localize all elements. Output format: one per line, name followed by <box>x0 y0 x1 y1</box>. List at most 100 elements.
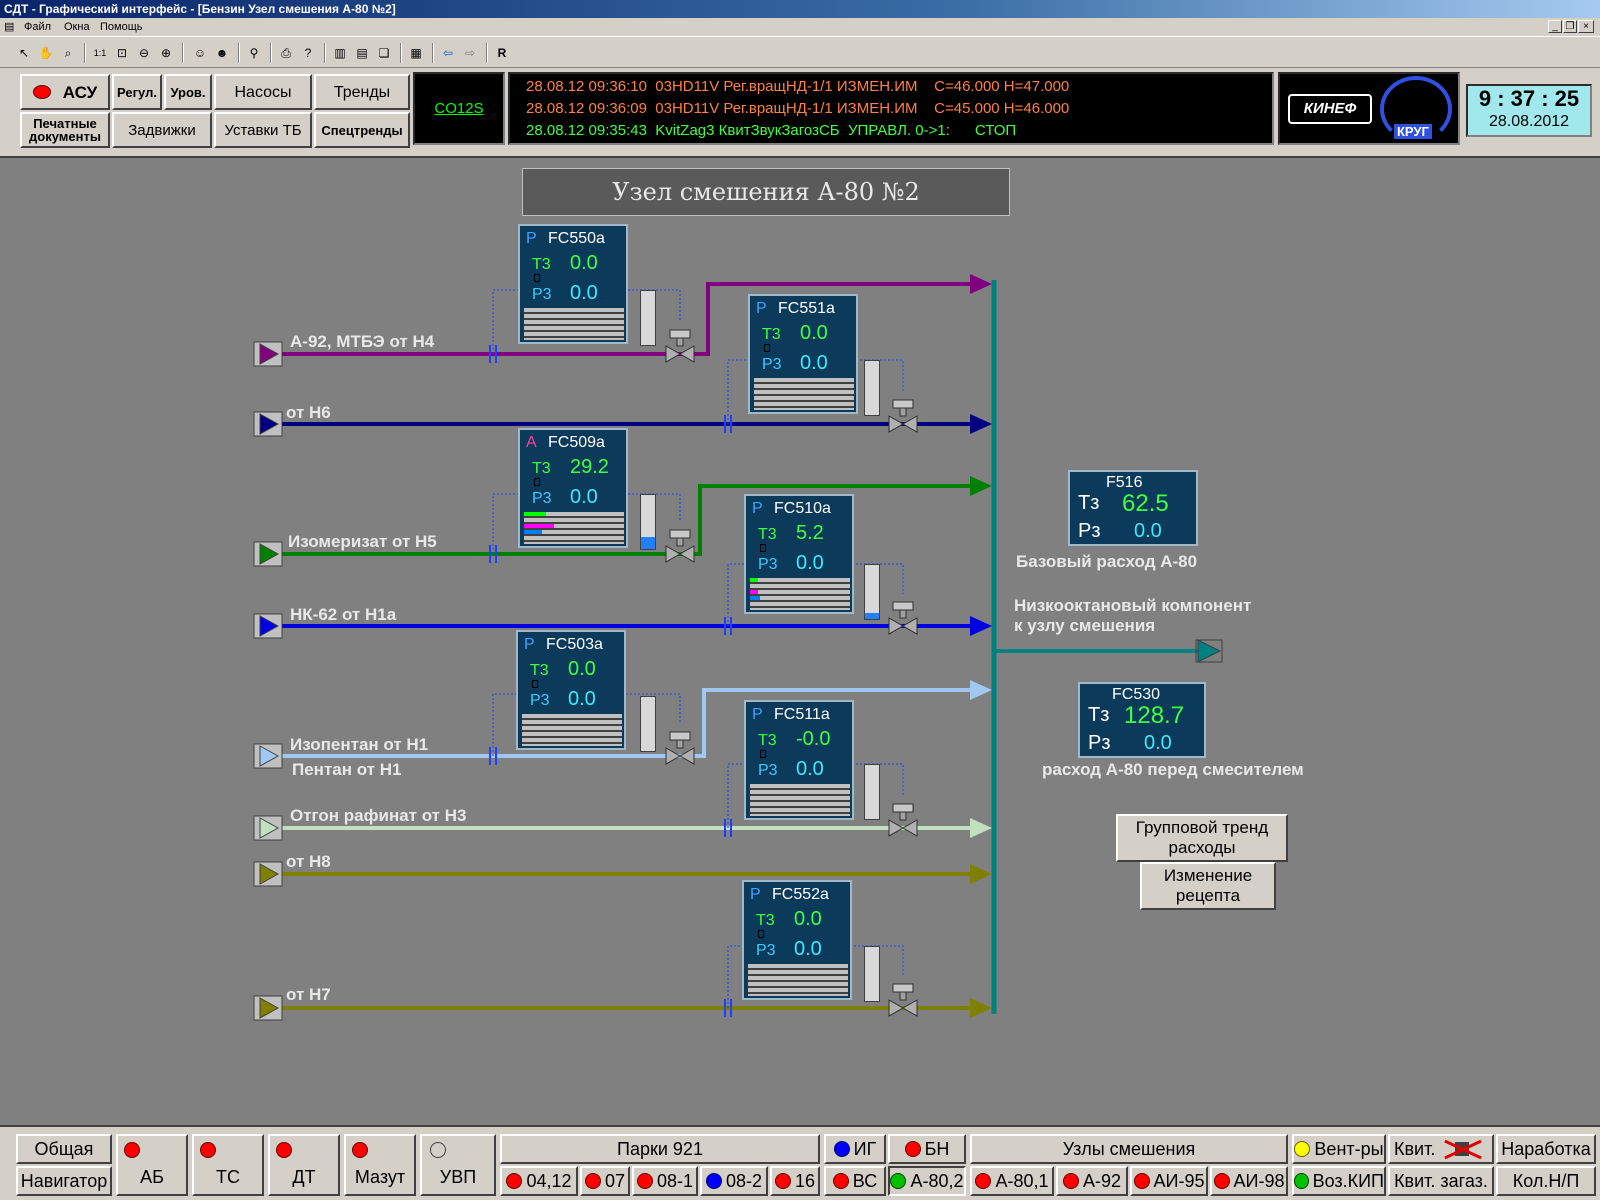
zoom-1-1-icon[interactable]: 1:1 <box>93 48 107 58</box>
park-08-1-button[interactable]: 08-1 <box>632 1166 698 1196</box>
controller-fc511a[interactable]: P FC511a Т3 -0.0 Р3 0.0 <box>744 700 854 820</box>
controller-bars <box>754 378 854 410</box>
obshaya-button[interactable]: Общая <box>16 1134 112 1164</box>
forward-arrow-icon[interactable]: ⇨ <box>464 46 476 60</box>
menu-windows[interactable]: Окна <box>64 21 90 33</box>
ab-led-icon <box>124 1142 140 1158</box>
input-label: от Н6 <box>286 403 331 422</box>
voz-kip-button[interactable]: Воз.КИП <box>1292 1166 1386 1196</box>
event-log[interactable]: 28.08.12 09:36:10 03HD11V Рег.вращНД-1/1… <box>508 72 1274 145</box>
led-icon <box>975 1173 992 1189</box>
clock-time: 9 : 37 : 25 <box>1478 86 1580 111</box>
user-key-icon[interactable]: ☻ <box>215 46 229 60</box>
print-docs-button[interactable]: Печатные документы <box>20 112 110 148</box>
kinef-logo: КИНЕФ <box>1288 94 1372 124</box>
dt-button[interactable]: ДТ <box>268 1134 340 1196</box>
zoom-in-icon[interactable]: ⊕ <box>160 46 172 60</box>
restore-icon[interactable]: ❐ <box>1563 20 1577 33</box>
help-icon[interactable]: ? <box>304 46 312 60</box>
bn-button[interactable]: БН <box>888 1134 966 1164</box>
park-07-button[interactable]: 07 <box>580 1166 630 1196</box>
controller-bars <box>524 308 624 340</box>
zoom-fit-icon[interactable]: ⊡ <box>116 46 128 60</box>
nasosy-button[interactable]: Насосы <box>214 74 312 110</box>
controller-bars <box>524 512 624 544</box>
urov-button[interactable]: Уров. <box>164 74 212 110</box>
parki-921-button[interactable]: Парки 921 <box>500 1134 820 1164</box>
f516-caption: Базовый расход А-80 <box>1016 552 1198 571</box>
valve-position-indicator <box>864 946 880 1002</box>
tile-horizontal-icon[interactable]: ▤ <box>356 46 368 60</box>
menu-file[interactable]: Файл <box>24 21 52 33</box>
zoom-out-icon[interactable]: ⊖ <box>138 46 150 60</box>
magnifier-icon[interactable]: ⌕ <box>64 46 72 60</box>
ab-button[interactable]: АБ <box>116 1134 188 1196</box>
regul-button[interactable]: Регул. <box>112 74 162 110</box>
ventry-button[interactable]: Вент-ры <box>1292 1134 1386 1164</box>
mazut-button[interactable]: Мазут <box>344 1134 416 1196</box>
tile-vertical-icon[interactable]: ▥ <box>334 46 346 60</box>
ai98-button[interactable]: АИ-98 <box>1210 1166 1288 1196</box>
led-icon <box>705 1173 722 1189</box>
valve-position-indicator <box>864 360 880 416</box>
group-trend-button[interactable]: Групповой тренд расходы <box>1116 814 1288 862</box>
valve-position-indicator <box>864 764 880 820</box>
led-icon <box>506 1173 523 1189</box>
controller-bars <box>750 784 850 816</box>
park-08-2-button[interactable]: 08-2 <box>700 1166 768 1196</box>
controller-fc552a[interactable]: P FC552a Т3 0.0 Р3 0.0 <box>742 880 852 1000</box>
binoculars-icon[interactable]: ⚲ <box>249 46 259 60</box>
app-icon[interactable]: ▤ <box>4 21 15 33</box>
zadvizhki-button[interactable]: Задвижки <box>112 112 212 148</box>
ustavki-tb-button[interactable]: Уставки ТБ <box>214 112 312 148</box>
co12s-link[interactable]: CO12S <box>413 72 505 145</box>
controller-fc509a[interactable]: А FC509a Т3 29.2 Р3 0.0 <box>518 428 628 548</box>
f516-display[interactable]: F516 Тз 62.5 Рз 0.0 <box>1068 470 1198 546</box>
trendy-button[interactable]: Тренды <box>314 74 410 110</box>
clock: 9 : 37 : 25 28.08.2012 <box>1466 84 1592 137</box>
clock-date: 28.08.2012 <box>1488 113 1570 130</box>
led-icon <box>1062 1173 1079 1189</box>
ai95-button[interactable]: АИ-95 <box>1130 1166 1208 1196</box>
park-04-12-button[interactable]: 04,12 <box>500 1166 578 1196</box>
hand-icon[interactable]: ✋ <box>38 46 54 60</box>
vs-button[interactable]: ВС <box>824 1166 886 1196</box>
valve-position-indicator <box>864 564 880 620</box>
users-icon[interactable]: ☺ <box>193 46 207 60</box>
fc530-display[interactable]: FC530 Тз 128.7 Рз 0.0 <box>1078 682 1206 758</box>
a80-1-button[interactable]: А-80,1 <box>970 1166 1054 1196</box>
narabotka-button[interactable]: Наработка <box>1496 1134 1596 1164</box>
print-icon[interactable]: ⎙ <box>281 46 291 60</box>
uzly-smesheniya-button[interactable]: Узлы смешения <box>970 1134 1288 1164</box>
kol-np-button[interactable]: Кол.Н/П <box>1496 1166 1596 1196</box>
controller-fc550a[interactable]: P FC550a Т3 0.0 Р3 0.0 <box>518 224 628 344</box>
asu-button[interactable]: АСУ <box>20 74 110 110</box>
kvit-button[interactable]: Квит. <box>1388 1134 1494 1164</box>
window-list-icon[interactable]: ▦ <box>410 46 422 60</box>
pointer-icon[interactable]: ↖ <box>18 46 30 60</box>
minimize-icon[interactable]: _ <box>1548 20 1562 33</box>
menu-help[interactable]: Помощь <box>100 21 143 33</box>
park-16-button[interactable]: 16 <box>770 1166 820 1196</box>
ts-button[interactable]: ТС <box>192 1134 264 1196</box>
valve-position-indicator <box>640 696 656 752</box>
controller-fc510a[interactable]: P FC510a Т3 5.2 Р3 0.0 <box>744 494 854 614</box>
back-arrow-icon[interactable]: ⇦ <box>442 46 454 60</box>
uvp-button[interactable]: УВП <box>420 1134 496 1196</box>
asu-led-icon <box>32 85 51 99</box>
event-message: 28.08.12 09:36:10 03HD11V Рег.вращНД-1/1… <box>526 78 1070 95</box>
controller-fc503a[interactable]: P FC503a Т3 0.0 Р3 0.0 <box>516 630 626 750</box>
close-icon[interactable]: × <box>1578 20 1594 33</box>
a92-button[interactable]: А-92 <box>1056 1166 1128 1196</box>
spectrendy-button[interactable]: Спецтренды <box>314 112 410 148</box>
navigator-button[interactable]: Навигатор <box>16 1166 112 1196</box>
ig-button[interactable]: ИГ <box>824 1134 886 1164</box>
kvit-zagaz-button[interactable]: Квит. загаз. <box>1388 1166 1494 1196</box>
fc530-caption: расход А-80 перед смесителем <box>1042 760 1304 779</box>
led-icon <box>833 1141 850 1157</box>
a80-2-button[interactable]: А-80,2 <box>888 1166 966 1196</box>
recipe-change-button[interactable]: Изменение рецепта <box>1140 862 1276 910</box>
controller-fc551a[interactable]: P FC551a Т3 0.0 Р3 0.0 <box>748 294 858 414</box>
toolbar-r-button[interactable]: R <box>497 46 507 60</box>
cascade-icon[interactable]: ❏ <box>378 46 390 60</box>
